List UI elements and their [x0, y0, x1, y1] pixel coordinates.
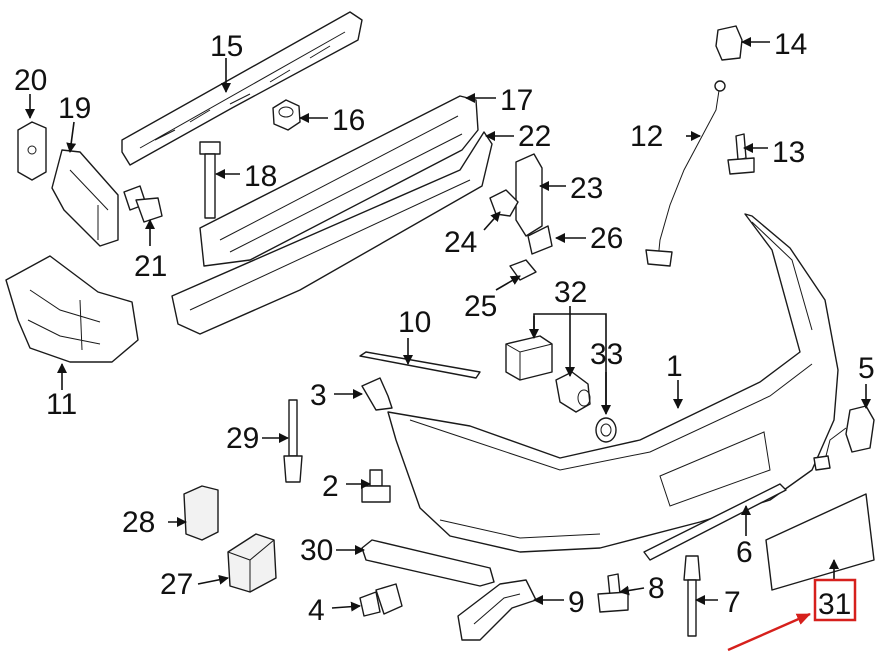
part-13-screw	[727, 133, 755, 175]
callout-1: 1	[666, 350, 683, 383]
callout-20: 20	[14, 64, 47, 97]
part-12-wiring-harness	[645, 80, 726, 267]
part-33-sensor-ring	[595, 417, 617, 443]
leader-lines	[25, 37, 871, 652]
part-1-bumper-cover	[387, 213, 839, 553]
callout-21: 21	[134, 250, 167, 283]
part-15-reinforcement-bar	[121, 11, 363, 166]
part-23-side-guide	[515, 153, 543, 237]
part-20-gasket	[17, 121, 47, 181]
callout-31-highlight-box	[813, 578, 857, 622]
part-7-rivet	[683, 555, 701, 637]
callout-28: 28	[122, 506, 155, 539]
part-32-parking-sensor	[555, 371, 591, 413]
callout-25: 25	[464, 290, 497, 323]
part-6-strip	[643, 483, 787, 561]
callout-23: 23	[570, 172, 603, 205]
callout-16: 16	[332, 104, 365, 137]
callout-33: 33	[590, 338, 623, 371]
callout-3: 3	[310, 379, 327, 412]
part-32-sensor-bracket	[505, 335, 553, 381]
part-9-bracket	[457, 579, 537, 641]
callout-22: 22	[518, 120, 551, 153]
part-4-plug	[359, 583, 403, 617]
callout-8: 8	[648, 572, 665, 605]
callout-5: 5	[858, 352, 875, 385]
part-3-clip	[361, 377, 393, 411]
callout-30: 30	[300, 534, 333, 567]
part-27-block	[227, 533, 277, 593]
part-5-harness	[813, 405, 875, 471]
part-25-retainer	[509, 259, 537, 281]
part-26-bracket	[527, 225, 553, 255]
callout-15: 15	[210, 30, 243, 63]
callout-7: 7	[724, 586, 741, 619]
part-21-bolt	[123, 185, 163, 223]
part-29-rivet	[283, 399, 303, 483]
part-2-bolt	[361, 469, 391, 503]
part-16-nut	[272, 99, 301, 131]
part-19-bracket	[51, 149, 119, 247]
part-30-reflector	[361, 539, 495, 587]
part-24-clip	[489, 189, 519, 217]
callout-17: 17	[500, 84, 533, 117]
callout-11: 11	[46, 388, 77, 421]
callout-32: 32	[554, 276, 587, 309]
callout-9: 9	[568, 586, 585, 619]
callout-labels: 1 2 3 4 5 6 7 8 9 10 11 12 13 14 15 16 1…	[14, 28, 875, 627]
callout-24: 24	[444, 226, 477, 259]
part-31-license-plate-base	[765, 493, 875, 591]
callout-6: 6	[736, 536, 753, 569]
callout-12: 12	[630, 120, 663, 153]
part-10-molding	[359, 351, 481, 379]
callout-10: 10	[398, 306, 431, 339]
part-8-bolt	[597, 573, 629, 613]
callout-31: 31	[818, 588, 851, 621]
callout-19: 19	[58, 92, 91, 125]
callout-14: 14	[774, 28, 807, 61]
callout-27: 27	[160, 568, 193, 601]
callout-13: 13	[772, 136, 805, 169]
callout-2: 2	[322, 470, 339, 503]
callout-29: 29	[226, 422, 259, 455]
callout-18: 18	[244, 160, 277, 193]
part-18-long-bolt	[199, 141, 221, 219]
callout-26: 26	[590, 222, 623, 255]
part-14-connector	[715, 25, 743, 61]
part-22-lower-absorber	[171, 131, 493, 335]
part-17-energy-absorber	[199, 95, 479, 267]
callout-4: 4	[308, 594, 325, 627]
part-28-pad	[183, 485, 219, 541]
part-11-side-bracket	[5, 255, 139, 363]
